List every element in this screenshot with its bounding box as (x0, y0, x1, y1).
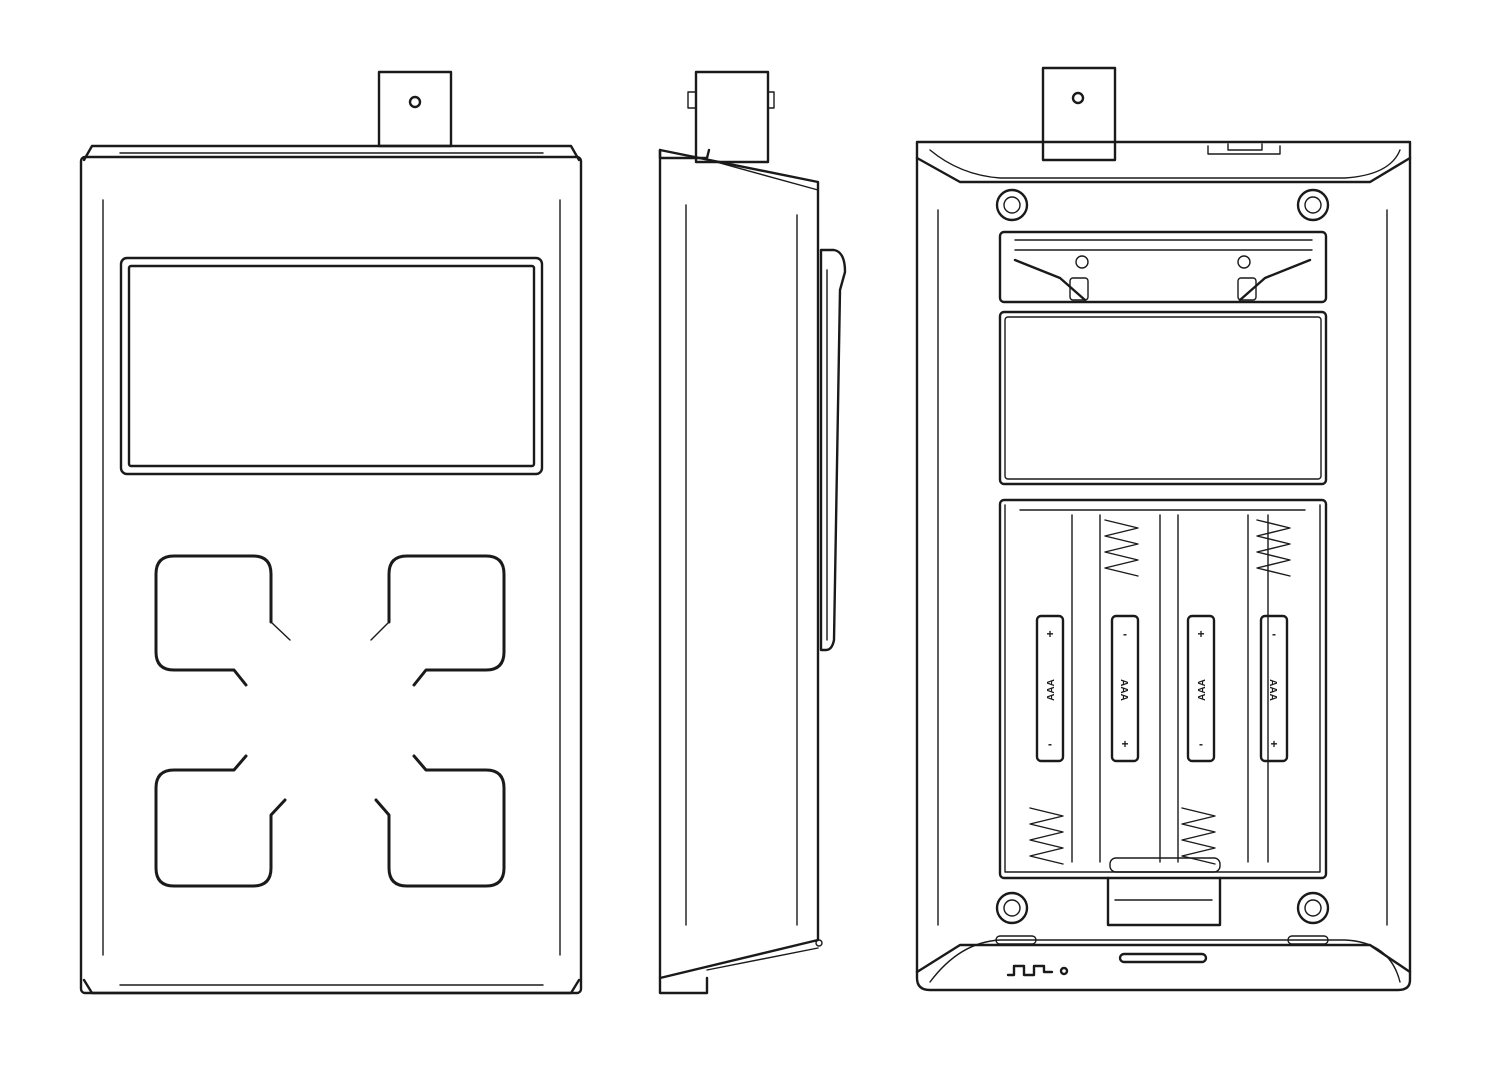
screw-bottom-right (1296, 891, 1330, 925)
battery-cell-4-top-polarity: - (1272, 627, 1276, 641)
display-screen (127, 264, 536, 468)
battery-cell-2-label: AAA (1118, 679, 1129, 701)
battery-cell-4-label: AAA (1267, 679, 1278, 701)
battery-cover-latch (1106, 876, 1222, 927)
rear-bottom-vent (1118, 952, 1208, 964)
spring-contacts (1029, 519, 1291, 865)
front-top-cap (82, 144, 581, 162)
battery-cell-2: - AAA + (1110, 614, 1140, 763)
rear-connector-hole (1071, 91, 1085, 105)
front-connector-hole (408, 95, 422, 109)
battery-cell-2-bottom-polarity: + (1121, 737, 1128, 751)
front-bottom-cap (82, 978, 581, 995)
rear-view: + AAA - - AAA + + AAA - - AAA + (915, 66, 1412, 992)
button-top-left (154, 554, 291, 687)
screw-top-left (995, 188, 1029, 222)
battery-cell-3-label: AAA (1197, 679, 1208, 701)
button-top-right (370, 554, 506, 687)
stand-bracket (998, 230, 1328, 304)
rear-connector-tab (1041, 66, 1117, 162)
side-connector (694, 70, 770, 164)
screw-top-right (1296, 188, 1330, 222)
battery-cell-2-top-polarity: - (1123, 627, 1127, 641)
side-view (658, 70, 847, 995)
manufacturer-logo (1006, 964, 1054, 977)
label-recess (998, 310, 1328, 486)
screw-bottom-left (995, 891, 1029, 925)
display-bezel (119, 256, 544, 476)
battery-cell-3-top-polarity: + (1197, 627, 1204, 641)
keypad (154, 554, 506, 888)
front-connector-tab (377, 70, 453, 148)
battery-cell-1-label: AAA (1046, 679, 1057, 701)
rear-slot-right (1287, 935, 1329, 945)
rear-slot-left (995, 935, 1037, 945)
side-housing (658, 148, 820, 980)
battery-cell-1-top-polarity: + (1046, 627, 1053, 641)
battery-cell-1: + AAA - (1035, 614, 1065, 763)
button-bottom-right (374, 754, 506, 888)
button-bottom-left (154, 754, 287, 888)
side-tilt-stand (819, 248, 847, 652)
battery-compartment-frame (998, 498, 1328, 880)
rear-housing (915, 140, 1412, 992)
battery-cell-3: + AAA - (1186, 614, 1216, 763)
battery-compartment: + AAA - - AAA + + AAA - - AAA + (998, 498, 1328, 927)
front-view (79, 70, 583, 995)
battery-cell-4-bottom-polarity: + (1270, 737, 1277, 751)
battery-cell-3-bottom-polarity: - (1199, 737, 1203, 751)
battery-cell-4: - AAA + (1259, 614, 1289, 763)
battery-cell-1-bottom-polarity: - (1048, 737, 1052, 751)
